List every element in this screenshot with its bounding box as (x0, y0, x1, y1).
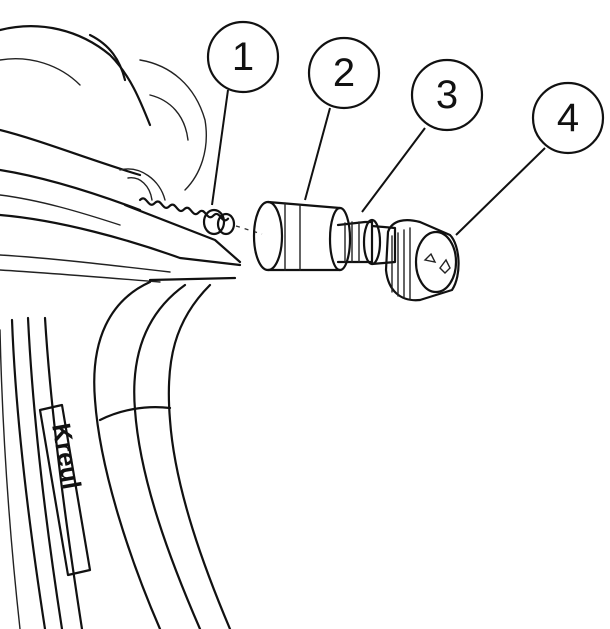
spray-gun-body: Kreul (0, 25, 242, 629)
callout-3: 3 (361, 58, 484, 213)
callout-1-label: 1 (232, 35, 254, 79)
callout-4-label: 4 (557, 96, 579, 140)
callout-1: 1 (206, 20, 280, 206)
callout-2: 2 (304, 36, 381, 201)
callout-3-label: 3 (436, 73, 458, 117)
nozzle-cap-part (384, 219, 460, 302)
spring-part (138, 197, 263, 236)
callout-2-label: 2 (333, 51, 355, 95)
callout-4: 4 (455, 81, 605, 236)
sleeve-part (252, 200, 352, 272)
brand-plate: Kreul (38, 403, 92, 577)
adapter-part (336, 218, 397, 266)
